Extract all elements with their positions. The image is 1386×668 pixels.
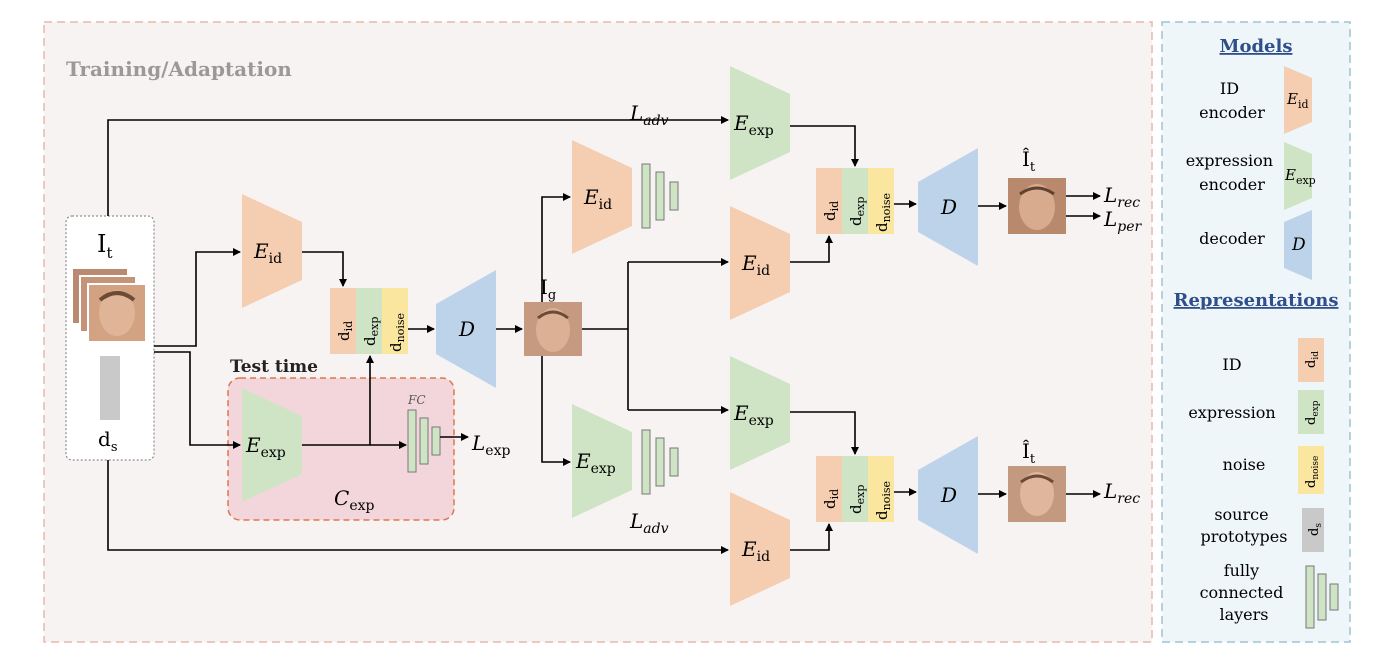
- svg-text:did: did: [1304, 351, 1321, 368]
- loss-adv-top: Ladv: [629, 101, 669, 129]
- svg-text:dnoise: dnoise: [1304, 456, 1321, 488]
- loss-rec-lower: Lrec: [1103, 479, 1140, 507]
- reconstructed-image-upper: [1008, 178, 1066, 234]
- svg-text:dnoise: dnoise: [387, 313, 407, 352]
- source-prototype-bar: [100, 356, 120, 420]
- classifier-label: Cexp: [334, 486, 374, 514]
- svg-text:Eexp: Eexp: [1284, 166, 1316, 187]
- source-prototype-label: ds: [98, 427, 117, 455]
- exp-encoder-1: Eexp: [242, 388, 302, 502]
- svg-text:dexp: dexp: [847, 197, 867, 226]
- loss-adv-bottom: Ladv: [629, 509, 669, 537]
- target-image-stack: [71, 267, 147, 343]
- legend-id-encoder-shape: Eid: [1284, 66, 1312, 134]
- svg-text:Eid: Eid: [253, 239, 282, 267]
- svg-text:dnoise: dnoise: [873, 481, 893, 520]
- representation-stack-1: did dexp dnoise: [330, 288, 408, 354]
- legend-exp-encoder-shape: Eexp: [1284, 142, 1316, 210]
- training-title: Training/Adaptation: [66, 57, 292, 81]
- representation-stack-lower: did dexp dnoise: [816, 456, 894, 522]
- legend-rep-noise-text: noise: [1223, 455, 1266, 474]
- generated-image-label: Ig: [540, 275, 556, 303]
- loss-per: Lper: [1103, 207, 1143, 235]
- legend-models-title: Models: [1220, 36, 1293, 57]
- svg-text:dexp: dexp: [847, 485, 867, 514]
- exp-encoder-top: Eexp: [730, 66, 790, 180]
- decoder-1: D: [436, 270, 496, 388]
- loss-exp: Lexp: [471, 431, 510, 459]
- svg-text:Eexp: Eexp: [245, 433, 286, 461]
- legend-exp-encoder-text: expression encoder: [1186, 151, 1278, 194]
- decoder-upper: D: [918, 148, 978, 266]
- legend-decoder-text: decoder: [1199, 229, 1265, 248]
- legend-rep-exp-text: expression: [1188, 403, 1275, 422]
- representation-stack-upper: did dexp dnoise: [816, 168, 894, 234]
- test-time-title: Test time: [230, 357, 318, 377]
- fc-layers-adv-top: [641, 163, 679, 229]
- svg-text:dexp: dexp: [361, 317, 381, 346]
- reconstructed-image-lower: [1008, 466, 1066, 522]
- legend-rep-id-swatch: did: [1298, 338, 1324, 382]
- legend-id-encoder-text: ID encoder: [1199, 79, 1265, 122]
- svg-text:Eexp: Eexp: [733, 111, 774, 139]
- legend-rep-source-swatch: ds: [1302, 508, 1324, 552]
- connectors: [107, 116, 1101, 554]
- fc-label: FC: [407, 393, 426, 407]
- loss-rec-upper: Lrec: [1103, 183, 1140, 211]
- legend-rep-noise-swatch: dnoise: [1298, 446, 1324, 494]
- generated-image: [524, 302, 582, 356]
- reconstructed-label-lower: Ît: [1022, 439, 1036, 467]
- legend-rep-fc-swatch: [1305, 565, 1339, 629]
- svg-text:did: did: [335, 321, 355, 341]
- legend-representations-title: Representations: [1174, 290, 1339, 311]
- decoder-lower: D: [918, 436, 978, 554]
- fc-layers-test: [407, 409, 441, 473]
- svg-text:D: D: [458, 317, 475, 341]
- svg-text:dexp: dexp: [1304, 400, 1321, 425]
- training-panel: [43, 21, 1153, 643]
- legend-decoder-shape: D: [1284, 210, 1312, 280]
- svg-text:Eid: Eid: [741, 251, 770, 279]
- svg-text:Eid: Eid: [583, 185, 612, 213]
- id-encoder-upper: Eid: [730, 206, 790, 320]
- svg-text:Eexp: Eexp: [733, 401, 774, 429]
- legend-rep-id-text: ID: [1222, 355, 1241, 374]
- id-encoder-adv: Eid: [572, 140, 632, 254]
- legend-rep-fc-text: fully connected layers: [1200, 561, 1289, 624]
- svg-text:D: D: [940, 483, 957, 507]
- svg-text:Eexp: Eexp: [575, 449, 616, 477]
- exp-encoder-lower: Eexp: [730, 356, 790, 470]
- svg-text:Eid: Eid: [741, 537, 770, 565]
- reconstructed-label-upper: Ît: [1022, 147, 1036, 175]
- svg-text:D: D: [1291, 235, 1306, 255]
- legend-rep-exp-swatch: dexp: [1298, 390, 1324, 434]
- svg-text:did: did: [821, 201, 841, 221]
- fc-layers-adv-bottom: [641, 429, 679, 495]
- svg-text:Eid: Eid: [1286, 90, 1309, 111]
- exp-encoder-adv: Eexp: [572, 404, 632, 518]
- target-image-label: It: [97, 230, 113, 262]
- legend-rep-source-text: source prototypes: [1201, 505, 1288, 546]
- svg-text:dnoise: dnoise: [873, 193, 893, 232]
- id-encoder-bottom: Eid: [730, 492, 790, 606]
- id-encoder-1: Eid: [242, 194, 302, 308]
- svg-text:D: D: [940, 195, 957, 219]
- svg-text:ds: ds: [1307, 523, 1324, 536]
- svg-text:did: did: [821, 489, 841, 509]
